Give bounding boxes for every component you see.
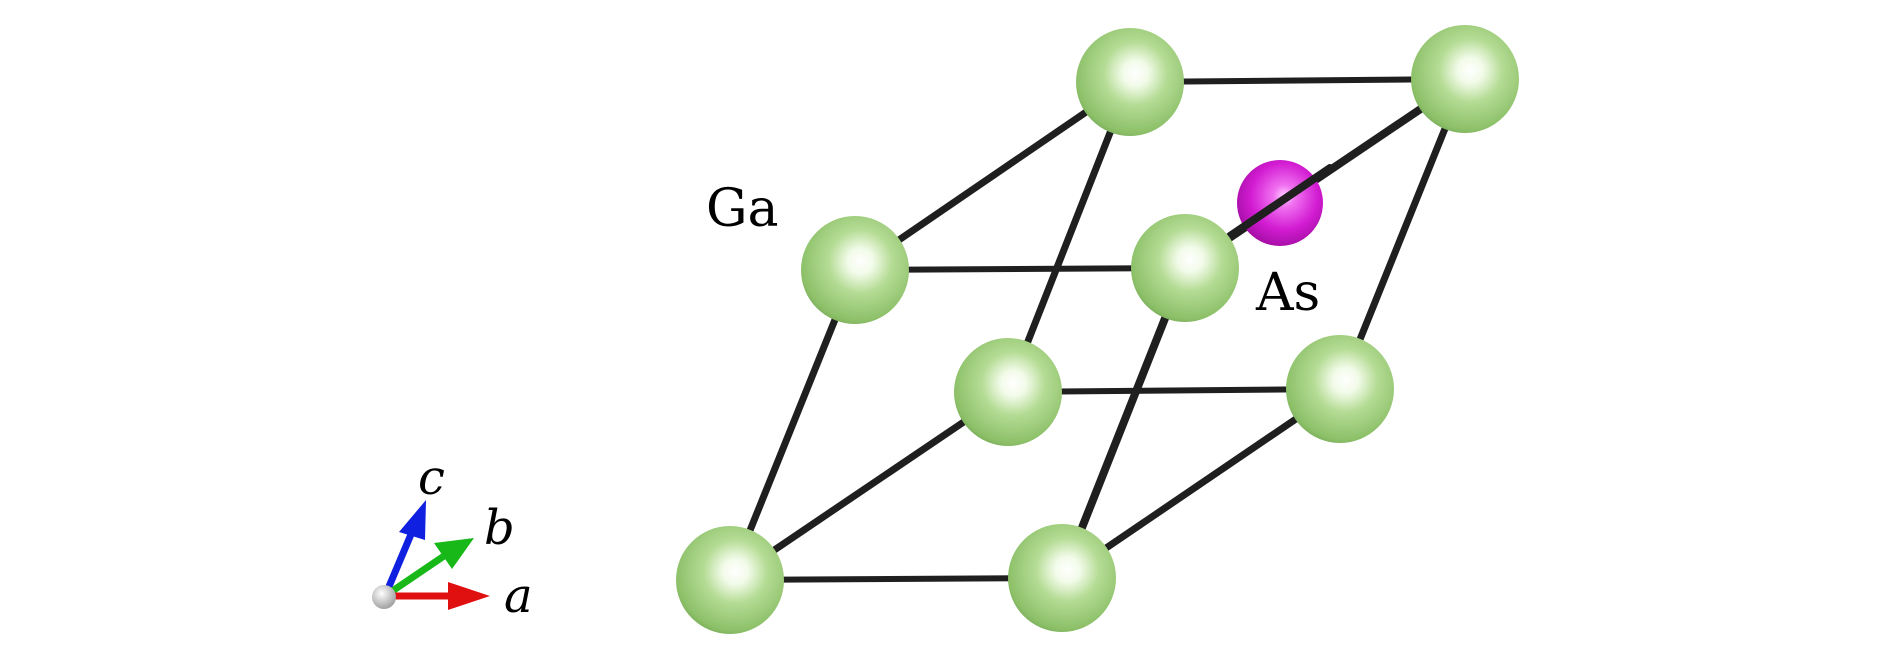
bond [1226, 164, 1334, 240]
axis-a-label: a [504, 568, 533, 624]
axis-c-arrow [381, 530, 416, 598]
bond [1005, 386, 1343, 395]
bond [1058, 264, 1189, 582]
bond [1058, 385, 1344, 582]
bond [851, 78, 1134, 274]
axis-b-arrow [383, 553, 446, 599]
unit-cell-bonds [726, 75, 1469, 584]
axis-c-arrowhead [399, 500, 426, 540]
bond [727, 575, 1065, 583]
ga-atom [801, 216, 909, 324]
bond [726, 266, 859, 584]
bond [1336, 75, 1469, 393]
ga-atom [1411, 25, 1519, 133]
bond [852, 265, 1188, 273]
as-label: As [1255, 263, 1320, 323]
axis-a-arrowhead [448, 582, 490, 610]
ga-atom [954, 338, 1062, 446]
ga-atom [1286, 335, 1394, 443]
axis-c-label: c [418, 450, 445, 506]
bond [1004, 78, 1134, 396]
axis-origin [372, 585, 396, 609]
axis-b-arrowhead [434, 538, 474, 569]
bond [1127, 76, 1468, 85]
atoms [676, 25, 1519, 634]
ga-label: Ga [706, 179, 779, 239]
axis-triad: c b a [372, 450, 533, 624]
ga-atom [676, 526, 784, 634]
ga-atom [1131, 214, 1239, 322]
ga-atom [1008, 524, 1116, 632]
ga-atom [1076, 28, 1184, 136]
axis-b-label: b [484, 500, 515, 556]
bond [726, 388, 1012, 584]
